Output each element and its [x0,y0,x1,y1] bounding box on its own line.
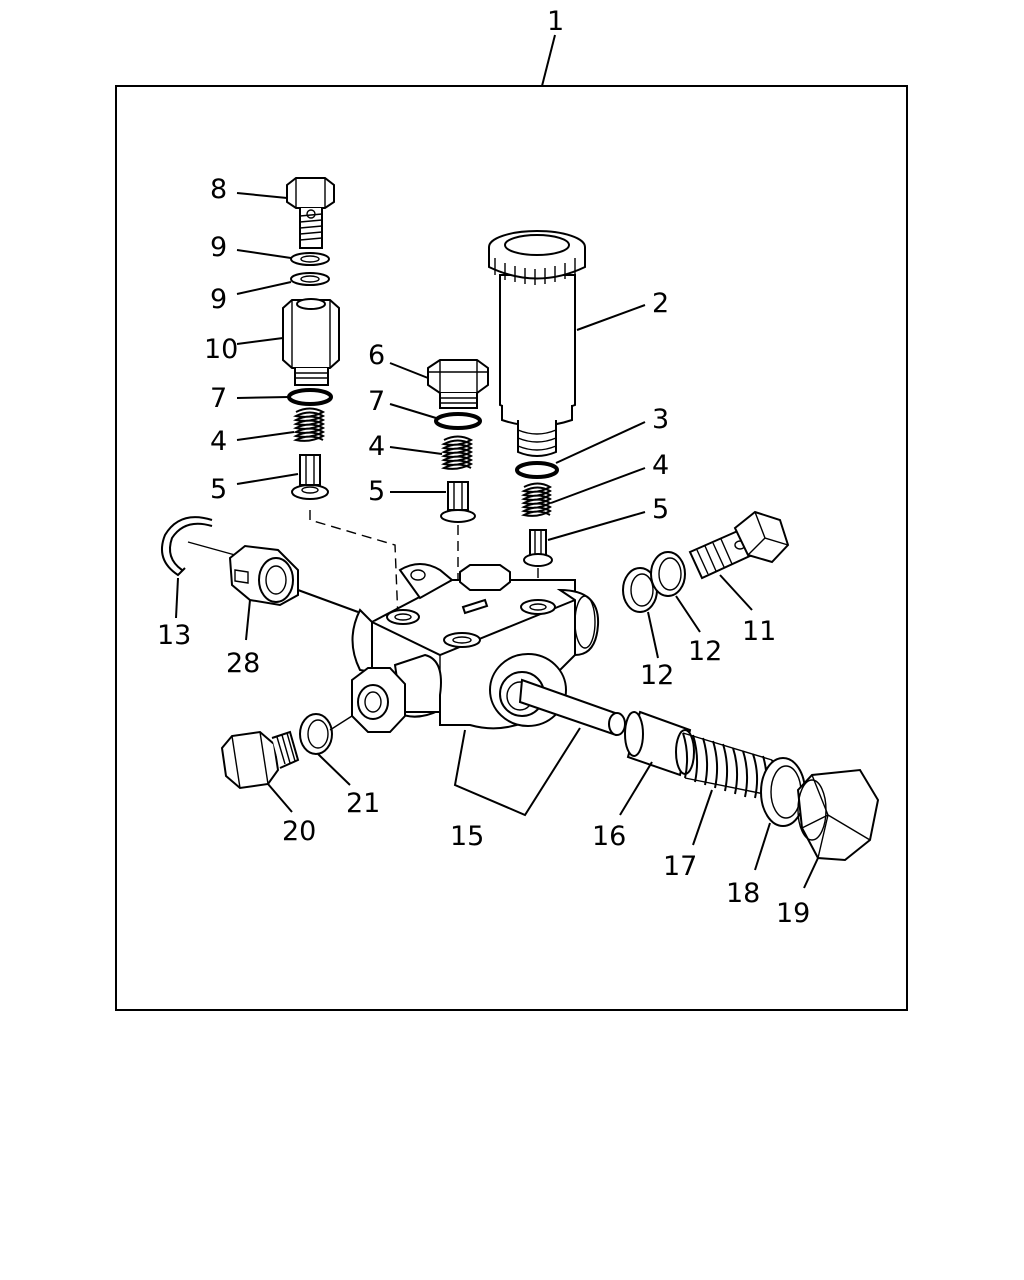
part-19-cap-nut [796,768,880,862]
callout-3: 3 [652,404,669,435]
part-9-washer-lower [290,272,330,286]
part-8-hollow-bolt [286,177,335,249]
part-5-valve-left [291,454,329,500]
callout-4-left: 4 [210,426,227,457]
part-6-plug [427,359,489,409]
callout-12-lower: 12 [640,660,674,691]
part-16-piston [624,710,695,777]
part-20-plug-bolt [220,730,300,790]
callout-15: 15 [450,821,484,852]
callout-10: 10 [204,334,238,365]
callout-11: 11 [742,616,776,647]
callout-20: 20 [282,816,316,847]
callout-5-right: 5 [652,494,669,525]
callout-18: 18 [726,878,760,909]
callout-28: 28 [226,648,260,679]
part-4-spring-right [520,482,552,517]
callout-21: 21 [346,788,380,819]
part-13-snap-ring [161,516,236,577]
callout-6: 6 [368,340,385,371]
part-7-o-ring-center [434,412,482,430]
part-12-gasket-outer [650,551,686,597]
part-4-spring-center [440,435,474,470]
callout-9-lower: 9 [210,284,227,315]
part-21-gasket [299,713,333,755]
part-7-o-ring-left [287,388,333,406]
callout-9-upper: 9 [210,232,227,263]
part-28-retainer [228,544,299,607]
callout-16: 16 [592,821,626,852]
part-3-o-ring [515,461,559,479]
callout-4-center: 4 [368,431,385,462]
part-10-adapter [282,298,340,386]
callout-13: 13 [157,620,191,651]
callout-5-left: 5 [210,474,227,505]
part-9-washer-upper [290,252,330,266]
callout-19: 19 [776,898,810,929]
callout-7-center: 7 [368,386,385,417]
callout-4-right: 4 [652,450,669,481]
callout-5-center: 5 [368,476,385,507]
diagram-frame [115,85,908,1011]
part-11-banjo-bolt [688,510,790,580]
callout-8: 8 [210,174,227,205]
part-5-valve-center [440,481,476,523]
part-4-spring-left [292,407,326,442]
callout-12-upper: 12 [688,636,722,667]
part-2-filter-housing [488,230,586,457]
part-5-valve-right [523,529,553,567]
part-15-shaft [518,678,626,737]
callout-17: 17 [663,851,697,882]
callout-7-left: 7 [210,383,227,414]
callout-2: 2 [652,288,669,319]
callout-1: 1 [547,6,564,37]
